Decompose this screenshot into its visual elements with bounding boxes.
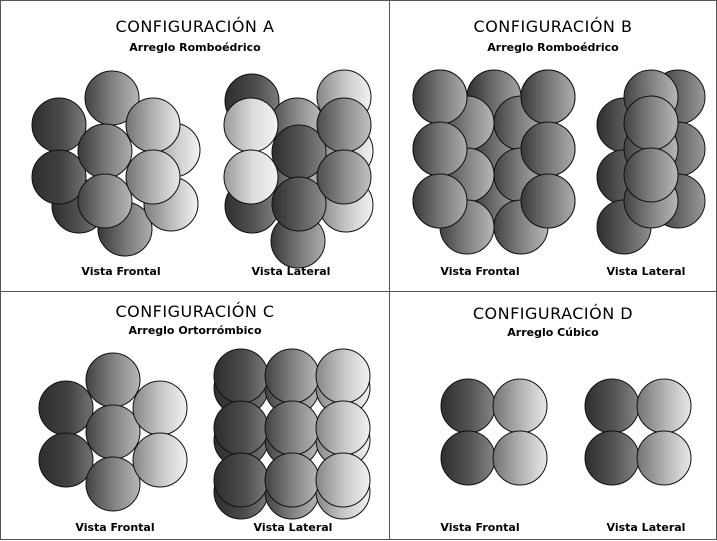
sphere bbox=[125, 149, 181, 205]
sphere bbox=[264, 348, 320, 404]
spheres-illustration-c bbox=[38, 348, 371, 520]
panel-title: CONFIGURACIÓN B bbox=[473, 17, 633, 36]
panel-subtitle: Arreglo Romboédrico bbox=[129, 41, 261, 54]
sphere bbox=[264, 400, 320, 456]
spheres-illustration-b bbox=[412, 69, 706, 255]
panel-title: CONFIGURACIÓN C bbox=[115, 302, 275, 321]
front-view-label: Vista Frontal bbox=[75, 521, 155, 534]
sphere bbox=[623, 95, 679, 151]
sphere bbox=[636, 378, 692, 434]
sphere bbox=[584, 378, 640, 434]
side-view-label: Vista Lateral bbox=[606, 521, 686, 534]
sphere bbox=[223, 97, 279, 153]
panel-title: CONFIGURACIÓN A bbox=[115, 17, 275, 36]
sphere bbox=[213, 348, 269, 404]
sphere bbox=[77, 173, 133, 229]
front-view-label: Vista Frontal bbox=[81, 265, 161, 278]
sphere bbox=[520, 121, 576, 177]
sphere bbox=[440, 430, 496, 486]
sphere bbox=[412, 173, 468, 229]
sphere bbox=[223, 149, 279, 205]
sphere bbox=[520, 173, 576, 229]
sphere bbox=[38, 380, 94, 436]
sphere bbox=[316, 149, 372, 205]
panel-subtitle: Arreglo Ortorrómbico bbox=[128, 324, 262, 337]
panel-subtitle: Arreglo Cúbico bbox=[507, 326, 599, 339]
panel-config-c: CONFIGURACIÓN C Arreglo Ortorrómbico Vis… bbox=[0, 291, 390, 540]
sphere bbox=[85, 352, 141, 408]
sphere bbox=[492, 430, 548, 486]
sphere bbox=[315, 452, 371, 508]
side-view-label: Vista Lateral bbox=[251, 265, 331, 278]
sphere bbox=[31, 149, 87, 205]
panel-subtitle: Arreglo Romboédrico bbox=[487, 41, 619, 54]
front-view-label: Vista Frontal bbox=[440, 521, 520, 534]
sphere bbox=[636, 430, 692, 486]
sphere bbox=[77, 123, 133, 179]
front-view-label: Vista Frontal bbox=[440, 265, 520, 278]
sphere bbox=[85, 404, 141, 460]
sphere bbox=[31, 97, 87, 153]
sphere bbox=[316, 97, 372, 153]
sphere bbox=[271, 176, 327, 232]
spheres-illustration-d bbox=[440, 378, 692, 486]
sphere bbox=[412, 121, 468, 177]
panel-config-a: CONFIGURACIÓN A Arreglo Romboédrico Vist… bbox=[0, 0, 390, 292]
sphere bbox=[520, 69, 576, 125]
sphere bbox=[315, 348, 371, 404]
side-view-label: Vista Lateral bbox=[253, 521, 333, 534]
sphere bbox=[125, 97, 181, 153]
sphere bbox=[315, 400, 371, 456]
sphere bbox=[440, 378, 496, 434]
sphere bbox=[85, 456, 141, 512]
sphere bbox=[38, 432, 94, 488]
sphere bbox=[412, 69, 468, 125]
panel-config-d: CONFIGURACIÓN D Arreglo Cúbico Vista Fro… bbox=[389, 291, 717, 540]
sphere bbox=[132, 380, 188, 436]
side-view-label: Vista Lateral bbox=[606, 265, 686, 278]
sphere bbox=[132, 432, 188, 488]
sphere bbox=[213, 452, 269, 508]
sphere bbox=[584, 430, 640, 486]
sphere bbox=[264, 452, 320, 508]
sphere bbox=[492, 378, 548, 434]
sphere bbox=[623, 147, 679, 203]
spheres-illustration-a bbox=[31, 69, 374, 269]
panel-config-b: CONFIGURACIÓN B Arreglo Romboédrico Vist… bbox=[389, 0, 717, 292]
sphere bbox=[213, 400, 269, 456]
panel-title: CONFIGURACIÓN D bbox=[472, 304, 634, 323]
